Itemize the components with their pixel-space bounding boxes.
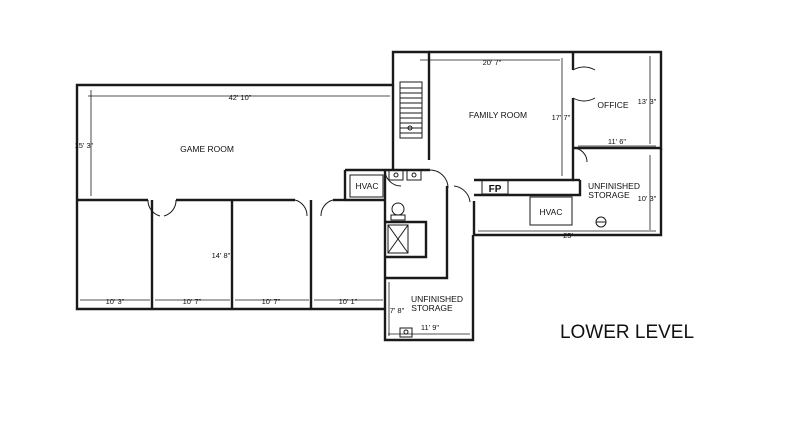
family-room-label: FAMILY ROOM — [469, 110, 527, 120]
dim-family-room-depth: 17' 7" — [552, 113, 571, 122]
storage-bottom-label-line2: STORAGE — [411, 303, 453, 313]
dim-game-room-depth: 15' 3" — [75, 141, 94, 150]
hvac-left-label: HVAC — [356, 181, 379, 191]
dim-bedroom-3-width: 10' 7" — [262, 297, 281, 306]
doors — [147, 66, 596, 217]
office-label: OFFICE — [597, 100, 628, 110]
dim-storage-right-depth: 10' 3" — [638, 194, 657, 203]
shower — [387, 224, 409, 254]
outer-walls — [75, 50, 663, 342]
dim-bedroom-1-width: 10' 3" — [106, 297, 125, 306]
dim-bedroom-depth: 14' 8" — [212, 251, 231, 260]
dim-office-depth: 13' 3" — [638, 97, 657, 106]
fireplace-label: FP — [489, 184, 502, 195]
hvac-left-unit — [349, 174, 384, 198]
dim-family-room-width: 20' 7" — [483, 58, 502, 67]
dim-game-room-width: 42' 10" — [229, 93, 252, 102]
dim-storage-bottom-depth: 7' 8" — [390, 306, 405, 315]
hvac-right-unit — [529, 196, 573, 226]
dim-storage-right-width: 25' — [563, 231, 573, 240]
hvac-right-label: HVAC — [540, 207, 563, 217]
plan-title: LOWER LEVEL — [560, 322, 694, 343]
dimension-labels: 42' 10" 15' 3" 20' 7" 17' 7" 13' 3" 11' … — [75, 58, 657, 332]
storage-bottom-label-line1: UNFINISHED — [411, 294, 463, 304]
game-room-label: GAME ROOM — [180, 144, 234, 154]
dim-storage-bottom-width: 11' 9" — [421, 323, 439, 332]
dimension-lines — [80, 56, 656, 336]
room-labels: GAME ROOM FAMILY ROOM OFFICE HVAC HVAC F… — [180, 100, 640, 313]
fixtures — [349, 169, 607, 338]
interior-walls — [77, 52, 582, 309]
storage-right-label-line2: STORAGE — [588, 190, 630, 200]
storage-right-label-line1: UNFINISHED — [588, 181, 640, 191]
dim-bedroom-4-width: 10' 1" — [339, 297, 358, 306]
staircase — [399, 81, 423, 139]
dim-bedroom-2-width: 10' 7" — [183, 297, 202, 306]
fireplace — [481, 180, 509, 195]
dim-office-width: 11' 6" — [608, 137, 626, 146]
